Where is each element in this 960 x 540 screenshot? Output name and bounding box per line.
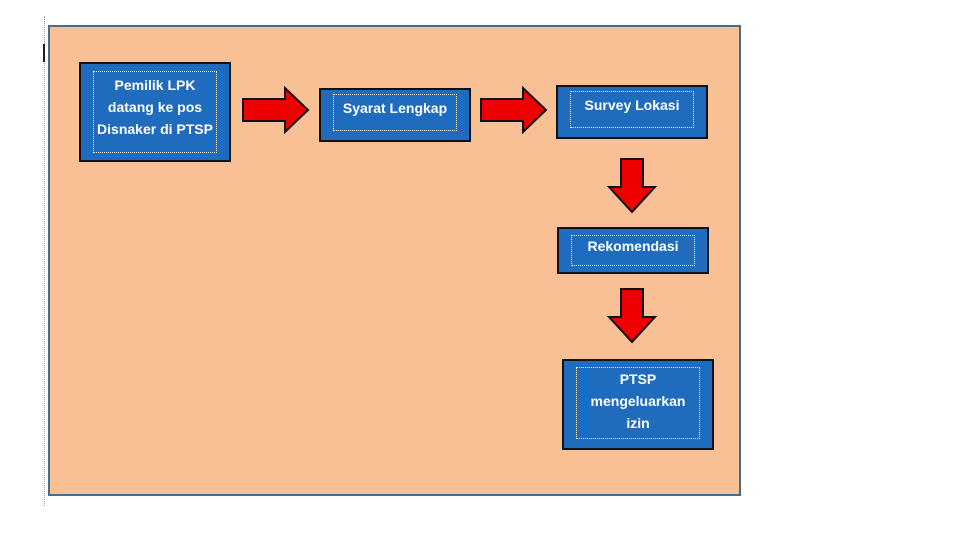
node-label-ptsp-izin: PTSP mengeluarkan izin <box>576 367 700 439</box>
node-label-pemilik-lpk: Pemilik LPK datang ke pos Disnaker di PT… <box>93 71 217 153</box>
arrow-down-icon <box>607 158 657 214</box>
arrow-right-icon <box>242 86 310 134</box>
node-ptsp-izin[interactable]: PTSP mengeluarkan izin <box>562 359 714 450</box>
node-label-survey-lokasi: Survey Lokasi <box>570 91 694 128</box>
node-label-syarat-lengkap: Syarat Lengkap <box>333 94 457 131</box>
node-syarat-lengkap[interactable]: Syarat Lengkap <box>319 88 471 142</box>
node-label-rekomendasi: Rekomendasi <box>571 235 695 266</box>
text-cursor <box>43 44 45 62</box>
arrow-right-icon <box>480 86 548 134</box>
node-survey-lokasi[interactable]: Survey Lokasi <box>556 85 708 139</box>
margin-guide-line <box>44 16 45 506</box>
node-rekomendasi[interactable]: Rekomendasi <box>557 227 709 274</box>
arrow-down-icon <box>607 288 657 344</box>
node-pemilik-lpk[interactable]: Pemilik LPK datang ke pos Disnaker di PT… <box>79 62 231 162</box>
